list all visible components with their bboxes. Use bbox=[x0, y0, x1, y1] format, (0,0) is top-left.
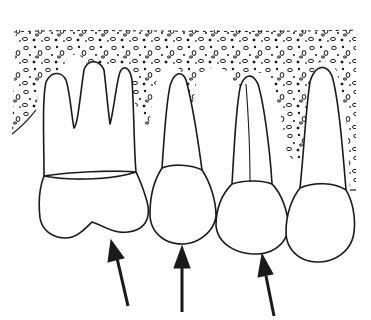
arrow-1-head bbox=[108, 240, 124, 262]
arrow-3-head bbox=[258, 254, 273, 277]
arrow-2 bbox=[174, 246, 190, 312]
premolar-1-tooth bbox=[150, 74, 216, 244]
premolar-1-crown bbox=[150, 165, 216, 244]
molar-crown bbox=[39, 171, 148, 238]
premolar-2-crown bbox=[216, 181, 288, 254]
arrow-2-head bbox=[174, 246, 190, 268]
canine-crown bbox=[286, 184, 355, 262]
premolar-2-tooth bbox=[216, 76, 288, 254]
molar-tooth bbox=[39, 62, 148, 238]
premolar-2-root bbox=[232, 76, 272, 184]
arrow-1 bbox=[108, 240, 128, 306]
arrow-3 bbox=[258, 254, 274, 316]
molar-root bbox=[44, 62, 137, 176]
premolar-1-root bbox=[162, 74, 202, 170]
